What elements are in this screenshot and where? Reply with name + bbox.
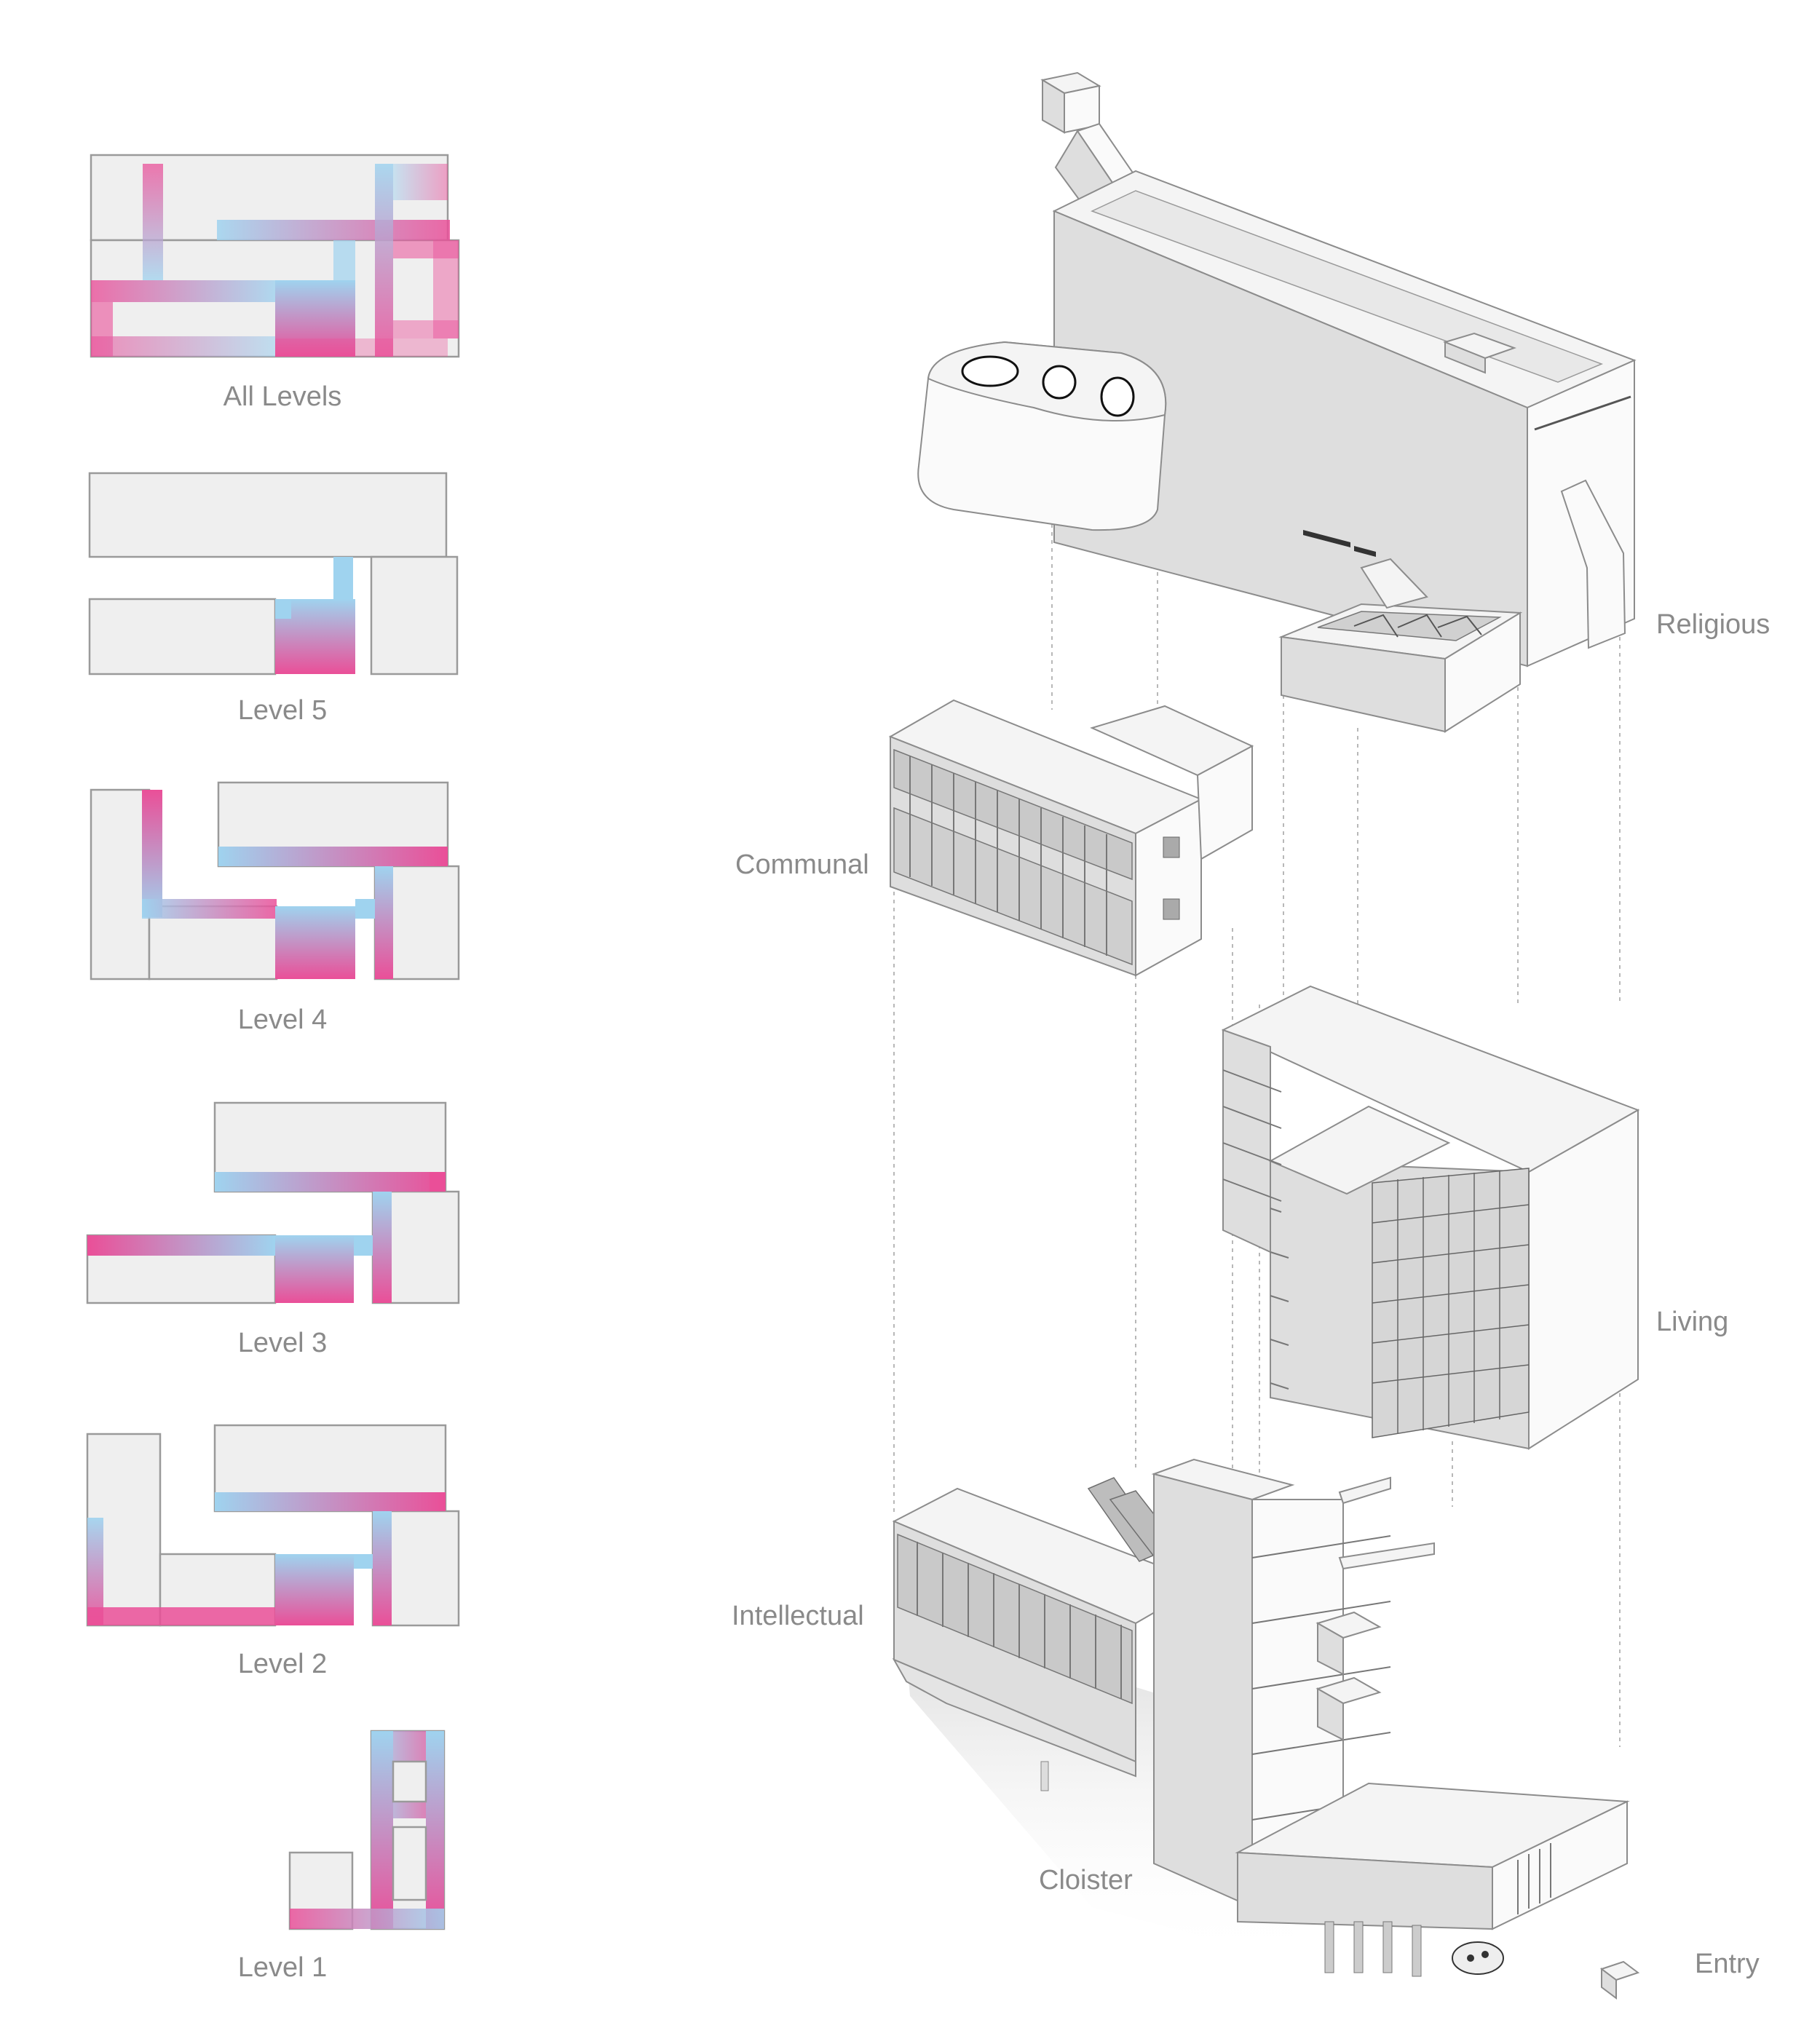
plan-level-5	[88, 472, 459, 676]
communal-block	[888, 699, 1254, 977]
program-label-intellectual: Intellectual	[732, 1601, 864, 1631]
program-label-religious: Religious	[1656, 609, 1770, 640]
alignment-guides	[893, 524, 1621, 1747]
intellectual-facade-screen	[897, 1533, 1133, 1705]
entry-facade-screen	[1517, 1843, 1551, 1914]
communal-facade-screen	[893, 748, 1133, 966]
intellectual-cloister-block	[892, 1458, 1640, 2000]
living-block	[1221, 985, 1640, 1450]
religious-block	[917, 71, 1637, 733]
plan-label-level-2: Level 2	[238, 1649, 328, 1679]
program-label-entry: Entry	[1695, 1949, 1760, 1979]
plan-level-1	[288, 1730, 446, 1930]
plan-level-3	[86, 1101, 460, 1304]
plan-label-level-1: Level 1	[238, 1952, 328, 1983]
plan-label-level-3: Level 3	[238, 1328, 328, 1358]
program-label-living: Living	[1656, 1307, 1728, 1337]
program-label-communal: Communal	[735, 849, 869, 880]
plan-level-2	[86, 1424, 460, 1627]
plan-label-level-5: Level 5	[238, 695, 328, 726]
plan-label-level-4: Level 4	[238, 1005, 328, 1035]
plan-level-4	[90, 781, 460, 981]
program-label-cloister: Cloister	[1039, 1865, 1133, 1896]
plan-label-all-levels: All Levels	[223, 381, 342, 412]
living-balconies	[1222, 1069, 1289, 1390]
plan-all-levels	[90, 154, 460, 358]
living-facade-grid	[1372, 1168, 1530, 1438]
